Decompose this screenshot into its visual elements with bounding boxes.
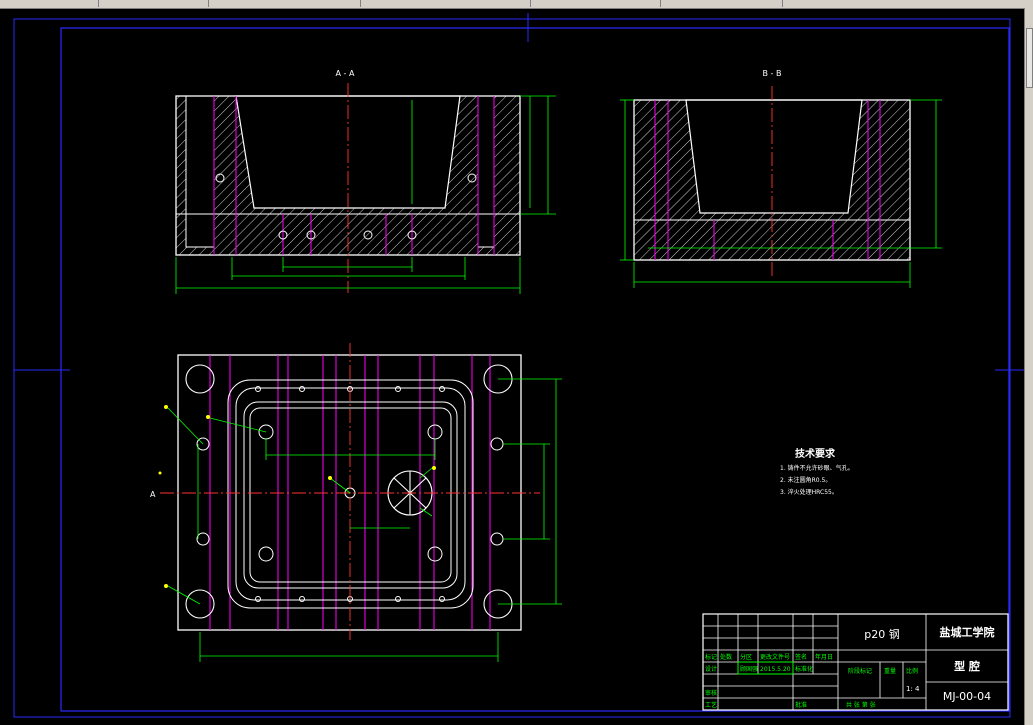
outer-crop-frame [13, 18, 1011, 718]
approve-label: 批准 [795, 701, 807, 709]
rev-header: 分区 [740, 653, 752, 661]
rev-header: 签名 [795, 653, 807, 661]
scale-value: 1: 4 [906, 685, 920, 693]
tech-item: 3. 淬火处理HRC55。 [780, 488, 838, 496]
part-name: 型 腔 [954, 659, 980, 673]
cad-drawing: A - A [13, 13, 1024, 718]
section-b-b-dimensions [620, 99, 942, 288]
tab[interactable] [0, 0, 99, 7]
plan-cavity-outlines [227, 379, 474, 609]
plan-view-label: A [150, 490, 156, 499]
plan-leader-dots [158, 405, 436, 588]
technical-requirements: 技术要求 1. 铸件不允许砂眼、气孔。 2. 未注圆角R0.5。 3. 淬火处理… [780, 447, 854, 496]
plan-plate [177, 354, 522, 631]
window-tab-bar [0, 0, 1033, 9]
tech-item: 1. 铸件不允许砂眼、气孔。 [780, 464, 854, 472]
plan-hidden-lines [209, 355, 491, 630]
stage-label: 阶段标记 [848, 667, 872, 675]
stamp-highlight [737, 661, 794, 675]
rev-header: 年月日 [815, 653, 833, 661]
tab[interactable] [210, 0, 361, 7]
tech-item: 2. 未注圆角R0.5。 [780, 476, 831, 484]
plan-guide-bores [185, 364, 513, 619]
section-b-b-cavity [685, 99, 863, 214]
std-label: 标准化 [795, 665, 813, 673]
design-label: 设计 [705, 665, 717, 673]
center-marks [14, 13, 1024, 371]
rev-header: 标记 [705, 653, 717, 661]
plan-view: A [150, 343, 562, 662]
section-a-a-holes [215, 173, 477, 240]
section-a-a-label: A - A [336, 69, 355, 78]
section-a-a-dimensions [175, 95, 556, 294]
process-label: 工艺 [705, 701, 717, 709]
tab[interactable] [532, 0, 661, 7]
scrollbar-thumb[interactable] [1026, 28, 1033, 88]
check-label: 审核 [705, 689, 717, 697]
section-a-a-left-column [185, 95, 215, 248]
vertical-scrollbar[interactable] [1024, 8, 1033, 725]
section-b-b-hidden-lines [654, 100, 881, 260]
tab[interactable] [100, 0, 209, 7]
section-a-a-right-column [477, 95, 495, 248]
design-date: 2015.5.20 [760, 666, 791, 673]
rev-header: 处数 [720, 653, 732, 661]
designer-name: 顾国强 [740, 666, 758, 673]
material: p20 钢 [864, 628, 899, 641]
tab[interactable] [662, 0, 783, 7]
rev-header: 更改文件号 [760, 653, 790, 661]
plan-centerlines [160, 343, 540, 640]
school-name: 盐城工学院 [940, 625, 995, 639]
section-a-a: A - A [175, 69, 556, 294]
tech-title: 技术要求 [795, 447, 836, 460]
section-b-b: B - B [620, 69, 942, 288]
section-b-b-label: B - B [763, 69, 782, 78]
sheet-text: 共 张 第 张 [846, 701, 876, 709]
weight-label: 重量 [884, 667, 896, 675]
plan-dimensions [167, 378, 562, 662]
tab[interactable] [362, 0, 531, 7]
drawing-number: MJ-00-04 [943, 690, 991, 703]
ratio-label: 比例 [906, 667, 918, 675]
section-a-a-hidden-lines [213, 96, 495, 255]
title-block: 标记 处数 分区 更改文件号 签名 年月日 设计 顾国强 2015.5.20 标… [702, 613, 1009, 711]
